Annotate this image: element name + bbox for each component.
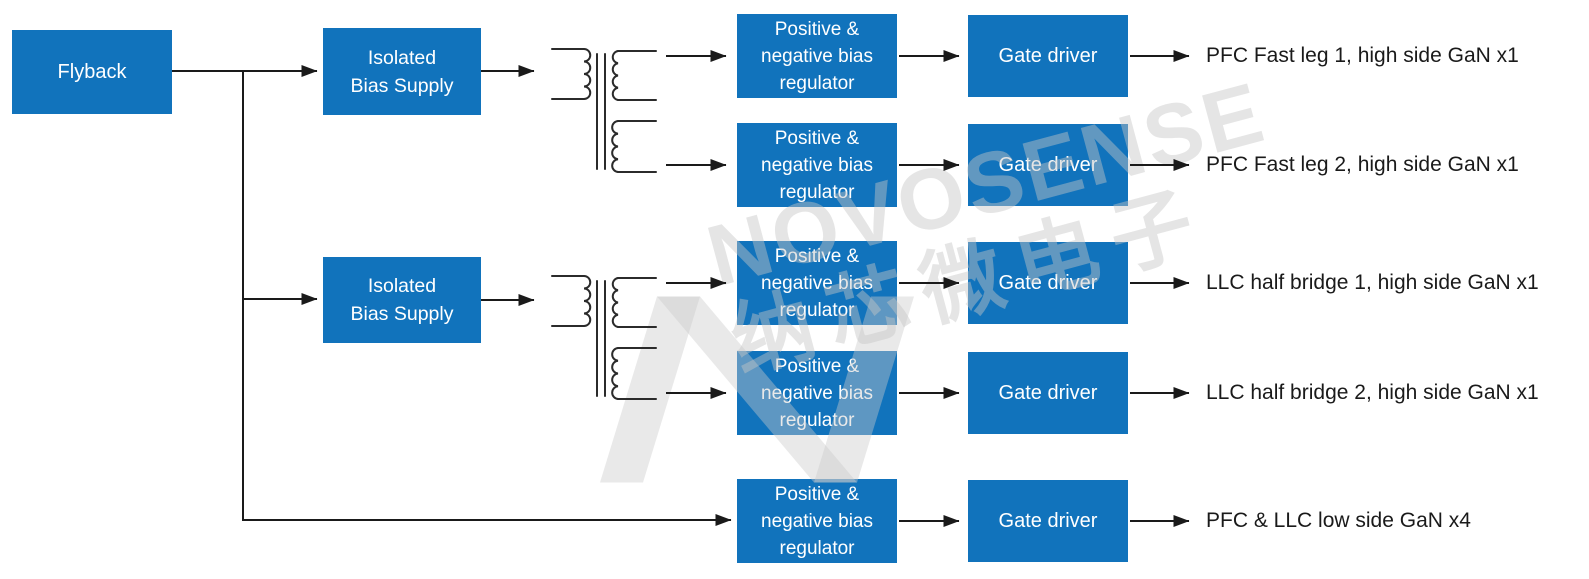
regulator-block-1: Positive & negative bias regulator <box>737 14 897 98</box>
gate-driver-block-2: Gate driver <box>968 124 1128 206</box>
transformer-2-icon <box>551 275 657 400</box>
flyback-block: Flyback <box>12 30 172 114</box>
output-label-pfc-fast-leg-1: PFC Fast leg 1, high side GaN x1 <box>1206 44 1519 67</box>
regulator-block-5: Positive & negative bias regulator <box>737 479 897 563</box>
isolated-bias-supply-1-block: Isolated Bias Supply <box>323 28 481 115</box>
regulator-block-4: Positive & negative bias regulator <box>737 351 897 435</box>
output-label-pfc-fast-leg-2: PFC Fast leg 2, high side GaN x1 <box>1206 153 1519 176</box>
gate-driver-block-5: Gate driver <box>968 480 1128 562</box>
transformer-1-icon <box>551 48 657 173</box>
arrow-flyback-branch-to-regulator5 <box>242 72 732 526</box>
gate-driver-block-1: Gate driver <box>968 15 1128 97</box>
output-label-low-side: PFC & LLC low side GaN x4 <box>1206 509 1471 532</box>
gate-driver-block-3: Gate driver <box>968 242 1128 324</box>
gate-driver-block-4: Gate driver <box>968 352 1128 434</box>
watermark-text: NOVOSENSE 纳芯微电子 <box>698 64 1297 389</box>
isolated-bias-supply-2-block: Isolated Bias Supply <box>323 257 481 343</box>
regulator-block-2: Positive & negative bias regulator <box>737 123 897 207</box>
output-label-llc-half-bridge-1: LLC half bridge 1, high side GaN x1 <box>1206 271 1539 294</box>
regulator-block-3: Positive & negative bias regulator <box>737 241 897 325</box>
output-label-llc-half-bridge-2: LLC half bridge 2, high side GaN x1 <box>1206 381 1539 404</box>
